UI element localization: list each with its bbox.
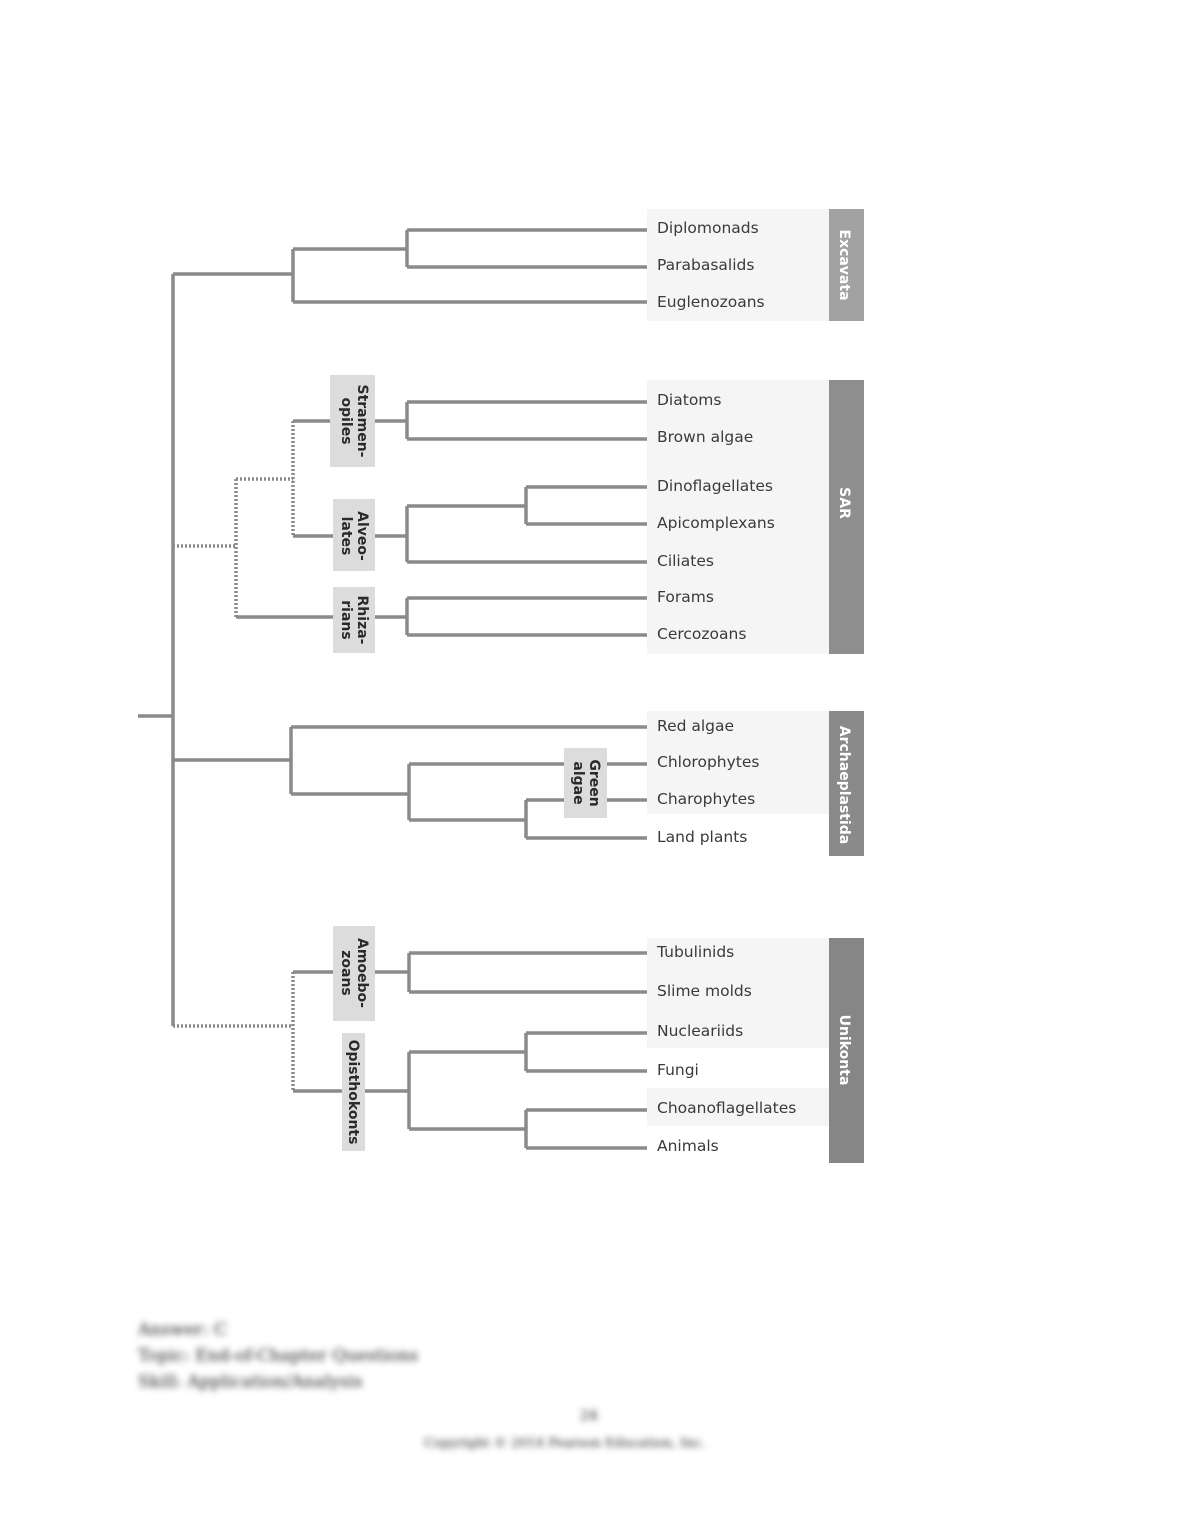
taxon-animals: Animals: [657, 1137, 719, 1155]
branches: [138, 228, 647, 1150]
taxon-cercozoans: Cercozoans: [657, 625, 746, 643]
opisthokonts-label: Opisthokonts: [345, 1040, 361, 1145]
topic-line: Topic: End-of-Chapter Questions: [138, 1346, 419, 1366]
amoebozoans-line-2: zoans: [338, 950, 354, 996]
green-algae-line-2: algae: [570, 761, 586, 804]
excavata-panel: [647, 209, 830, 321]
rhizarians-line-2: rians: [338, 600, 354, 639]
taxon-diatoms: Diatoms: [657, 391, 721, 409]
taxon-red-algae: Red algae: [657, 717, 734, 735]
amoebozoans-label: Amoebo-zoans: [338, 938, 370, 1008]
taxon-nucleariids: Nucleariids: [657, 1022, 743, 1040]
alveolates-box: [333, 499, 375, 571]
unikonta-bar: [829, 938, 864, 1163]
taxon-choanoflagellates: Choanoflagellates: [657, 1099, 796, 1117]
phylogenetic-tree: Excavata SAR Archaeplastida Unikonta: [138, 209, 864, 1163]
green-algae-label: Greenalgae: [570, 759, 602, 806]
green-algae-box: [564, 748, 607, 818]
answer-line: Answer: C: [138, 1320, 227, 1340]
stramenopiles-line-1: Stramen-: [354, 385, 370, 458]
amoebozoans-box: [333, 926, 375, 1021]
copyright-line: Copyright © 2014 Pearson Education, Inc.: [424, 1436, 706, 1451]
stramenopiles-box: [330, 375, 375, 467]
stramenopiles-line-2: opiles: [338, 397, 354, 444]
uncertain-branches: [173, 421, 295, 1091]
rhizarians-box: [333, 587, 375, 653]
rhizarians-label: Rhiza-rians: [338, 596, 370, 645]
taxon-forams: Forams: [657, 588, 714, 606]
taxon-ciliates: Ciliates: [657, 552, 714, 570]
archaeplastida-panel: [647, 711, 830, 814]
page-number: 24: [580, 1408, 598, 1424]
sar-panel: [647, 380, 830, 654]
taxon-brown-algae: Brown algae: [657, 428, 753, 446]
taxon-slime-molds: Slime molds: [657, 982, 752, 1000]
taxon-fungi: Fungi: [657, 1061, 699, 1079]
alveolates-line-2: lates: [338, 517, 354, 556]
taxon-panels: [647, 209, 830, 1126]
rhizarians-line-1: Rhiza-: [354, 596, 370, 645]
unikonta-panel-2: [647, 1088, 830, 1126]
taxon-dinoflagellates: Dinoflagellates: [657, 477, 773, 495]
taxon-land-plants: Land plants: [657, 828, 747, 846]
opisthokonts-line-1: Opisthokonts: [345, 1040, 361, 1145]
taxon-apicomplexans: Apicomplexans: [657, 514, 775, 532]
taxon-tubulinids: Tubulinids: [656, 943, 734, 961]
taxon-parabasalids: Parabasalids: [657, 256, 754, 274]
sar-label: SAR: [836, 487, 852, 519]
taxon-chlorophytes: Chlorophytes: [657, 753, 759, 771]
unikonta-label: Unikonta: [836, 1015, 852, 1086]
taxon-euglenozoans: Euglenozoans: [657, 293, 765, 311]
alveolates-label: Alveo-lates: [338, 511, 370, 561]
unikonta-panel-1: [647, 938, 830, 1048]
excavata-bar: [829, 209, 864, 321]
alveolates-line-1: Alveo-: [354, 511, 370, 561]
taxon-charophytes: Charophytes: [657, 790, 755, 808]
sar-bar: [829, 380, 864, 654]
opisthokonts-box: [342, 1033, 365, 1151]
excavata-label: Excavata: [836, 229, 852, 300]
subclade-boxes: [330, 375, 607, 1151]
group-bars: Excavata SAR Archaeplastida Unikonta: [829, 209, 864, 1163]
taxon-labels: Diplomonads Parabasalids Euglenozoans Di…: [656, 219, 796, 1155]
archaeplastida-bar: [829, 711, 864, 856]
amoebozoans-line-1: Amoebo-: [354, 938, 370, 1008]
green-algae-line-1: Green: [586, 759, 602, 806]
stramenopiles-label: Stramen-opiles: [338, 385, 370, 458]
archaeplastida-label: Archaeplastida: [836, 726, 852, 845]
subclade-labels: Stramen-opiles Alveo-lates Rhiza-rians G…: [338, 385, 602, 1145]
skill-line: Skill: Application/Analysis: [138, 1372, 363, 1392]
taxon-diplomonads: Diplomonads: [657, 219, 759, 237]
